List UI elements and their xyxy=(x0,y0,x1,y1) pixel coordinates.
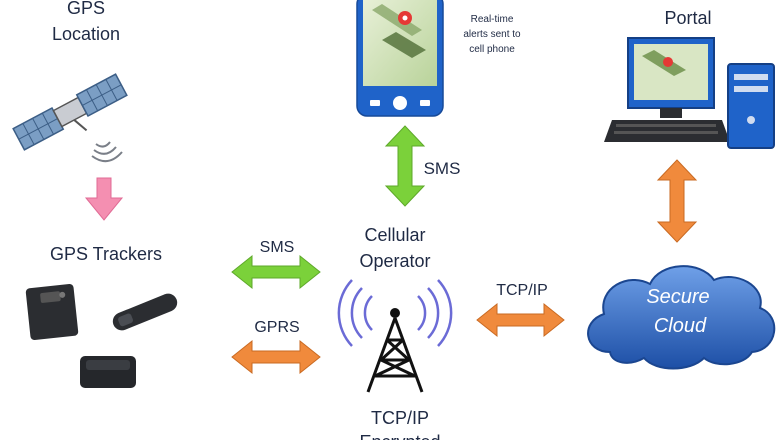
tcpip-bottom-label-line2: Encrypted xyxy=(359,432,440,440)
gps-location-label-line2: Location xyxy=(52,24,120,44)
signal-waves-icon xyxy=(91,141,123,163)
desktop-computer-icon xyxy=(604,37,775,149)
gps-trackers-label: GPS Trackers xyxy=(50,244,162,264)
tcpip-bottom-label-line1: TCP/IP xyxy=(371,408,429,428)
tcpip-right-label: TCP/IP xyxy=(496,282,548,299)
smartphone-icon xyxy=(356,0,444,117)
cellular-operator-label-line1: Cellular xyxy=(364,225,425,245)
cellular-operator-label-line2: Operator xyxy=(359,251,430,271)
cell-tower-icon xyxy=(337,279,453,393)
trackers-operator-sms-arrow xyxy=(231,254,321,290)
gps-location-label-line1: GPS xyxy=(67,0,105,18)
satellite-to-trackers-arrow xyxy=(84,177,124,221)
secure-cloud-label-line1: Secure xyxy=(646,286,709,308)
sms-horizontal-label: SMS xyxy=(260,239,295,256)
sms-vertical-label: SMS xyxy=(424,159,461,178)
trackers-operator-gprs-arrow xyxy=(231,339,321,375)
cloud-icon xyxy=(587,265,776,370)
operator-cloud-tcpip-arrow xyxy=(476,302,565,338)
realtime-alerts-label-line2: alerts sent to xyxy=(463,29,521,40)
phone-operator-sms-arrow xyxy=(384,125,426,207)
gps-tracker-device-icon xyxy=(25,284,178,388)
secure-cloud-label-line2: Cloud xyxy=(654,315,707,337)
portal-cloud-arrow xyxy=(656,159,698,243)
realtime-alerts-label-line3: cell phone xyxy=(469,44,515,55)
satellite-icon xyxy=(12,73,128,151)
gprs-label: GPRS xyxy=(254,319,299,336)
realtime-alerts-label-line1: Real-time xyxy=(471,14,514,25)
portal-label: Portal xyxy=(664,8,711,28)
